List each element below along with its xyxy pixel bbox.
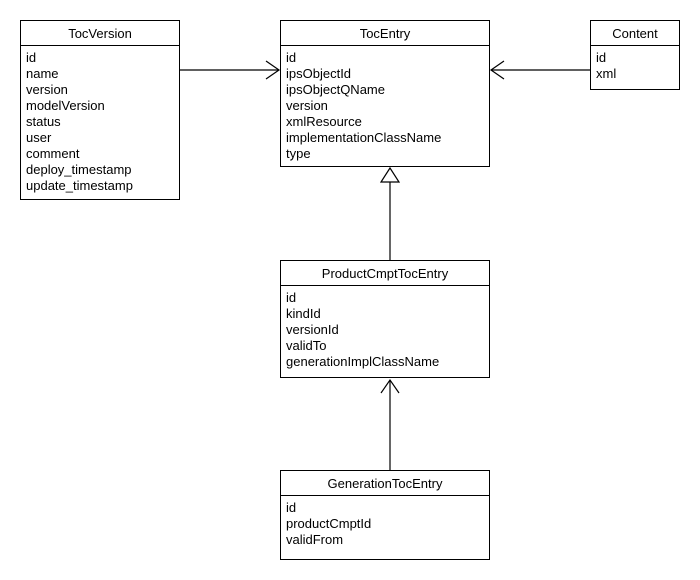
uml-attribute: modelVersion <box>26 98 105 113</box>
uml-attribute: comment <box>26 146 80 161</box>
uml-attribute: versionId <box>286 322 339 337</box>
uml-attribute: productCmptId <box>286 516 372 531</box>
uml-attribute: xml <box>596 66 617 81</box>
open-arrow-icon <box>489 60 505 80</box>
uml-attribute: validFrom <box>286 532 344 547</box>
uml-attribute: id <box>286 50 297 65</box>
hollow-triangle-icon <box>379 166 401 183</box>
uml-class-name: GenerationTocEntry <box>281 471 489 496</box>
uml-attribute: id <box>286 500 297 515</box>
uml-class-name: Content <box>591 21 679 46</box>
uml-attribute: ipsObjectId <box>286 66 352 81</box>
uml-attribute: xmlResource <box>286 114 362 129</box>
uml-attribute: id <box>26 50 37 65</box>
uml-class-name: TocVersion <box>21 21 179 46</box>
uml-attribute: ipsObjectQName <box>286 82 385 97</box>
uml-attribute: kindId <box>286 306 321 321</box>
uml-attribute: name <box>26 66 59 81</box>
uml-attribute: version <box>286 98 328 113</box>
uml-attribute: validTo <box>286 338 327 353</box>
uml-attribute: type <box>286 146 311 161</box>
uml-attribute: user <box>26 130 52 145</box>
relationship-generationtocentry-to-productcmpttocentry[interactable] <box>380 378 400 470</box>
uml-attribute: generationImplClassName <box>286 354 440 369</box>
uml-attribute: version <box>26 82 68 97</box>
uml-class-name: ProductCmptTocEntry <box>281 261 489 286</box>
uml-class-name: TocEntry <box>281 21 489 46</box>
uml-attribute: id <box>286 290 297 305</box>
relationship-content-to-tocentry[interactable] <box>489 60 590 80</box>
uml-attribute: id <box>596 50 607 65</box>
uml-attribute: deploy_timestamp <box>26 162 132 177</box>
uml-attribute: update_timestamp <box>26 178 133 193</box>
relationship-productcmpttocentry-to-tocentry[interactable] <box>379 166 401 260</box>
uml-attribute: implementationClassName <box>286 130 442 145</box>
open-arrow-icon <box>265 60 281 80</box>
uml-attribute: status <box>26 114 61 129</box>
relationship-tocversion-to-tocentry[interactable] <box>180 60 281 80</box>
open-arrow-icon <box>380 378 400 394</box>
